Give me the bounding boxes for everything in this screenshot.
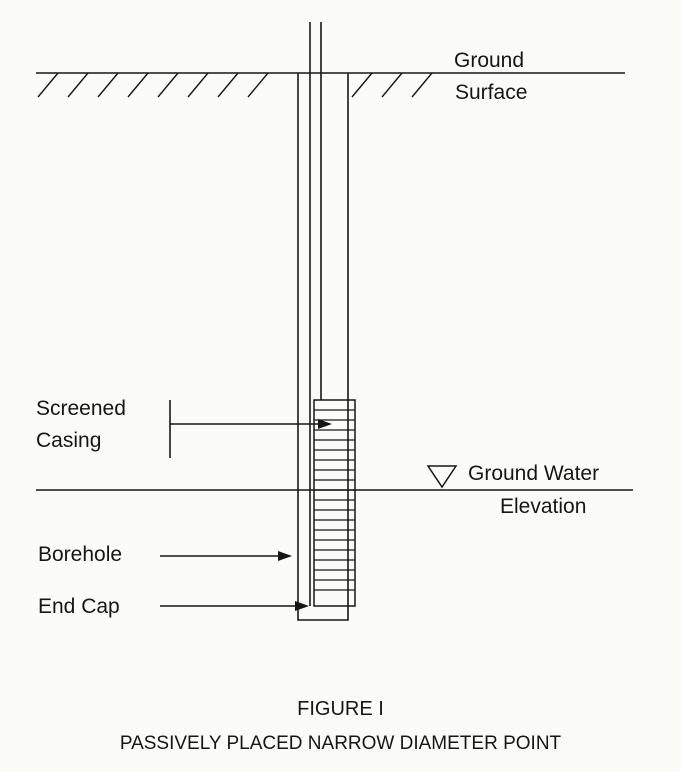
figure-title: PASSIVELY PLACED NARROW DIAMETER POINT: [119, 733, 562, 754]
end-cap-label: End Cap: [38, 595, 120, 618]
ground-water-label-line1: Ground Water: [468, 462, 600, 485]
borehole-label: Borehole: [38, 543, 123, 566]
end-cap-arrowhead: [295, 601, 309, 611]
water-table-symbol: [426, 465, 458, 489]
screened-casing-arrowhead: [318, 419, 332, 429]
ground-hatch-marks: [37, 72, 433, 98]
figure-number: FIGURE I: [297, 698, 384, 720]
screened-casing-label-line2: Casing: [36, 429, 102, 452]
screen-slots: [314, 409, 355, 591]
ground-water-label-line2: Elevation: [500, 495, 587, 518]
borehole-outline: [297, 73, 349, 621]
screened-casing: [313, 399, 356, 607]
borehole-arrowhead: [278, 551, 292, 561]
ground-surface-label-line1: Ground: [454, 49, 525, 72]
screened-casing-label-line1: Screened: [36, 397, 126, 420]
ground-surface-label-line2: Surface: [455, 81, 528, 104]
